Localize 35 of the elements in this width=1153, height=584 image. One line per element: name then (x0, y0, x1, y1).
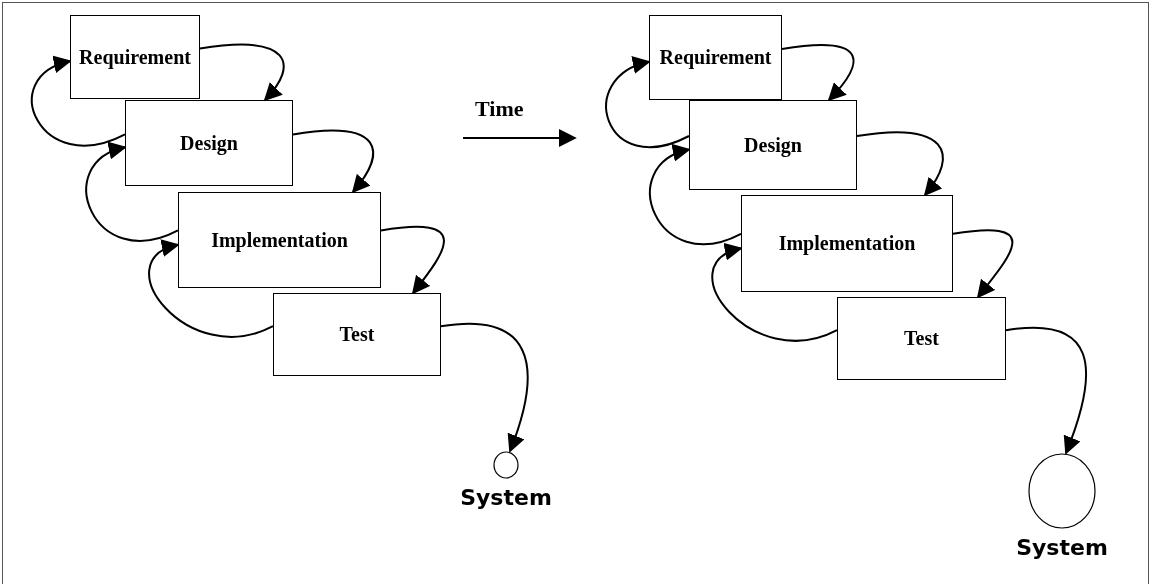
process-box (689, 100, 857, 190)
system-circle (493, 451, 519, 479)
box-label: Requirement (659, 46, 772, 69)
arrow (199, 43, 285, 102)
arrow (605, 58, 690, 149)
arrow (781, 44, 855, 102)
process-box (273, 293, 441, 376)
box-label: Design (180, 131, 238, 155)
arrow (711, 245, 838, 342)
arrow (856, 131, 944, 197)
arrow (1005, 326, 1087, 455)
arrow (31, 57, 126, 147)
box-label: Requirement (79, 45, 191, 69)
box-label: Implementation (778, 232, 916, 255)
process-box (837, 297, 1006, 380)
arrow (380, 225, 445, 295)
box-label: Design (744, 133, 802, 157)
process-box (741, 195, 953, 292)
process-box (125, 100, 293, 186)
axis-label: Time (475, 96, 524, 122)
system-circle (1028, 453, 1096, 529)
arrow (85, 144, 179, 242)
process-box (70, 15, 200, 99)
arrow (440, 322, 529, 453)
arrow (292, 129, 374, 194)
arrow (649, 146, 742, 246)
box-label: Test (339, 323, 375, 346)
box-label: Implementation (211, 228, 348, 252)
node-caption: System (1016, 535, 1108, 560)
process-box (649, 15, 782, 100)
node-caption: System (460, 485, 552, 510)
arrow (952, 229, 1014, 299)
process-box (178, 192, 381, 288)
box-label: Test (904, 327, 939, 350)
arrow (148, 241, 274, 338)
